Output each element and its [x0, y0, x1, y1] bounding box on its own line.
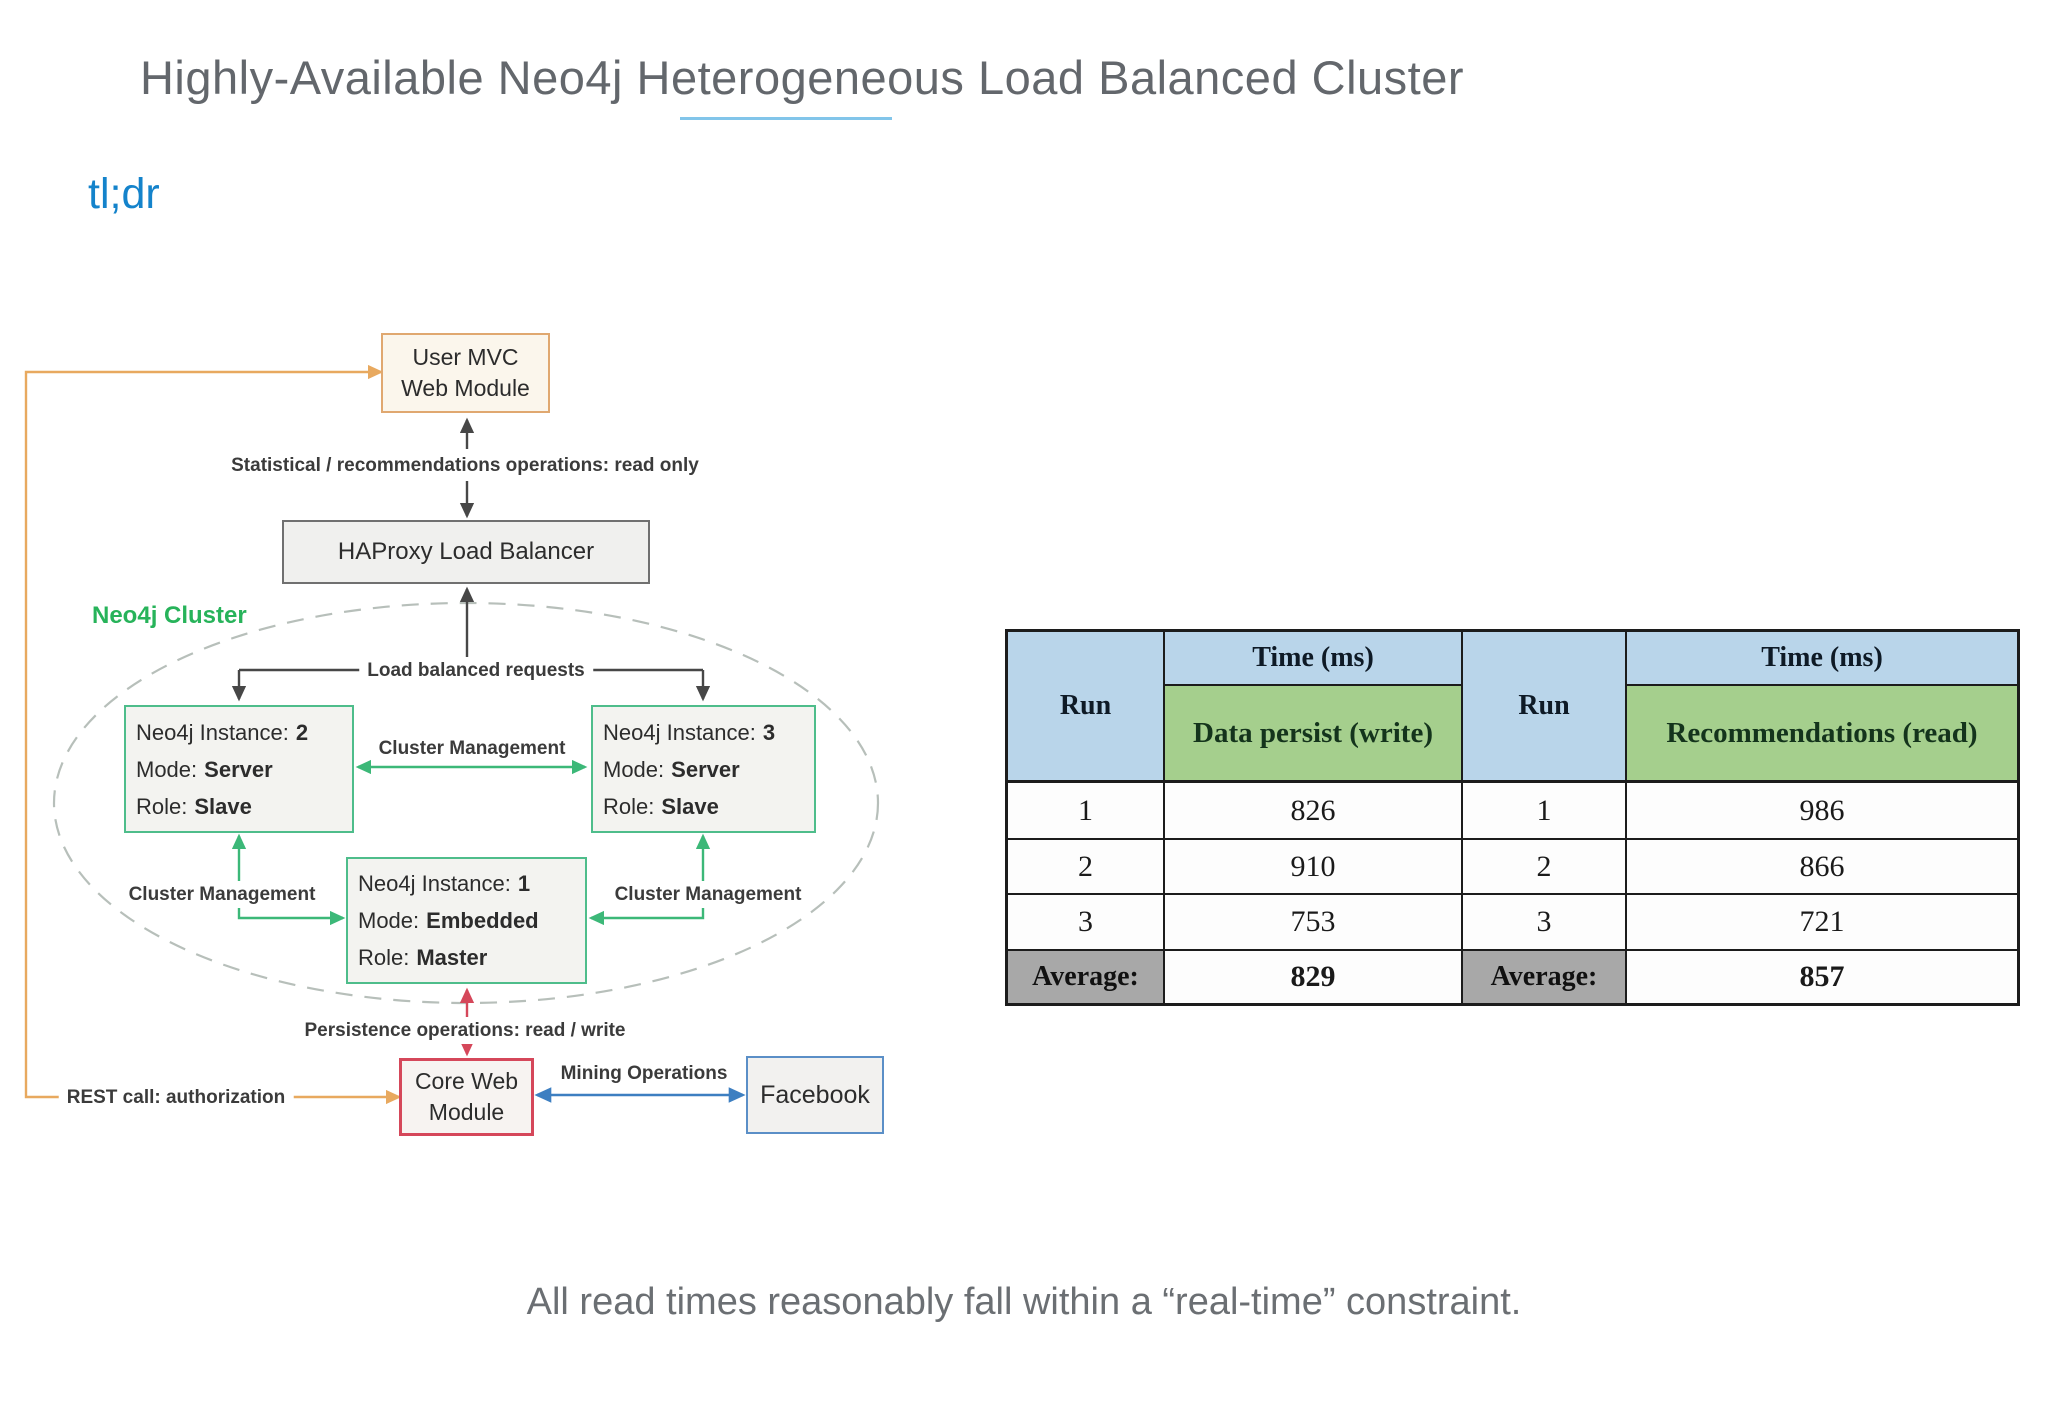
- table-header-data-persist: Data persist (write): [1165, 686, 1463, 783]
- node-user-mvc: User MVC Web Module: [381, 333, 550, 413]
- node-neo4j-instance-1: Neo4j Instance:1 Mode:Embedded Role:Mast…: [346, 857, 587, 984]
- table-cell-value: 910: [1165, 840, 1463, 895]
- subtitle-tldr: tl;dr: [88, 170, 160, 218]
- node-user-mvc-line2: Web Module: [401, 375, 530, 401]
- node-neo4j-instance-2: Neo4j Instance:2 Mode:Server Role:Slave: [124, 705, 354, 833]
- table-cell-run: 1: [1463, 783, 1627, 840]
- table-cell-value: 753: [1165, 895, 1463, 951]
- table-average-value-write: 829: [1165, 951, 1463, 1003]
- architecture-diagram: Neo4j Cluster User MVC Web Module HAProx…: [10, 250, 900, 1150]
- instance-value: 1: [517, 871, 531, 896]
- cluster-management-arrows: [231, 759, 711, 926]
- title-underline: [680, 117, 892, 120]
- role-value: Master: [416, 945, 488, 970]
- table-average-label-write: Average:: [1008, 951, 1165, 1003]
- table-header-recommendations: Recommendations (read): [1627, 686, 2017, 783]
- node-core-web-module: Core Web Module: [399, 1058, 534, 1136]
- instance-value: 3: [762, 719, 776, 745]
- table-header-run-read: Run: [1463, 632, 1627, 783]
- node-core-web-line1: Core Web: [414, 1068, 519, 1094]
- table-cell-run: 1: [1008, 783, 1165, 840]
- mode-label: Mode:: [358, 908, 420, 933]
- label-load-balanced-requests: Load balanced requests: [359, 657, 593, 684]
- table-header-time-write: Time (ms): [1165, 632, 1463, 686]
- table-cell-run: 3: [1008, 895, 1165, 951]
- label-statistical-read-only: Statistical / recommendations operations…: [231, 455, 699, 476]
- label-cluster-management-top: Cluster Management: [378, 738, 566, 759]
- node-facebook: Facebook: [746, 1056, 884, 1134]
- node-haproxy: HAProxy Load Balancer: [282, 520, 650, 584]
- page-title: Highly-Available Neo4j Heterogeneous Loa…: [139, 51, 1465, 104]
- caption: All read times reasonably fall within a …: [526, 1281, 1522, 1323]
- table-header-time-read: Time (ms): [1627, 632, 2017, 686]
- table-cell-value: 986: [1627, 783, 2017, 840]
- table-cell-value: 866: [1627, 840, 2017, 895]
- instance-value: 2: [295, 719, 309, 745]
- label-cluster-management-left: Cluster Management: [120, 881, 324, 908]
- table-average-value-read: 857: [1627, 951, 2017, 1003]
- label-rest-call-authorization: REST call: authorization: [58, 1084, 294, 1111]
- instance-label: Neo4j Instance:: [358, 871, 511, 896]
- instance-label: Neo4j Instance:: [603, 719, 756, 745]
- table-cell-value: 826: [1165, 783, 1463, 840]
- label-cluster-management-right: Cluster Management: [606, 881, 810, 908]
- mode-label: Mode:: [603, 756, 665, 782]
- label-persistence-operations: Persistence operations: read / write: [296, 1017, 634, 1044]
- mode-value: Server: [204, 756, 273, 782]
- node-core-web-line2: Module: [428, 1099, 505, 1125]
- node-user-mvc-line1: User MVC: [412, 344, 519, 370]
- label-mining-operations: Mining Operations: [560, 1063, 728, 1084]
- role-value: Slave: [194, 793, 252, 819]
- table-cell-run: 2: [1463, 840, 1627, 895]
- table-cell-run: 3: [1463, 895, 1627, 951]
- cluster-label: Neo4j Cluster: [92, 602, 247, 629]
- instance-label: Neo4j Instance:: [136, 719, 289, 745]
- table-cell-run: 2: [1008, 840, 1165, 895]
- mode-label: Mode:: [136, 756, 198, 782]
- table-cell-value: 721: [1627, 895, 2017, 951]
- results-table: Run Time (ms) Data persist (write) Run T…: [1005, 629, 2020, 1006]
- table-average-label-read: Average:: [1463, 951, 1627, 1003]
- table-header-run-write: Run: [1008, 632, 1165, 783]
- role-label: Role:: [358, 945, 410, 970]
- node-haproxy-label: HAProxy Load Balancer: [337, 538, 595, 565]
- role-value: Slave: [661, 793, 719, 819]
- mode-value: Embedded: [426, 908, 539, 933]
- role-label: Role:: [603, 793, 655, 819]
- node-neo4j-instance-3: Neo4j Instance:3 Mode:Server Role:Slave: [591, 705, 816, 833]
- node-facebook-label: Facebook: [760, 1080, 870, 1109]
- role-label: Role:: [136, 793, 188, 819]
- mode-value: Server: [671, 756, 740, 782]
